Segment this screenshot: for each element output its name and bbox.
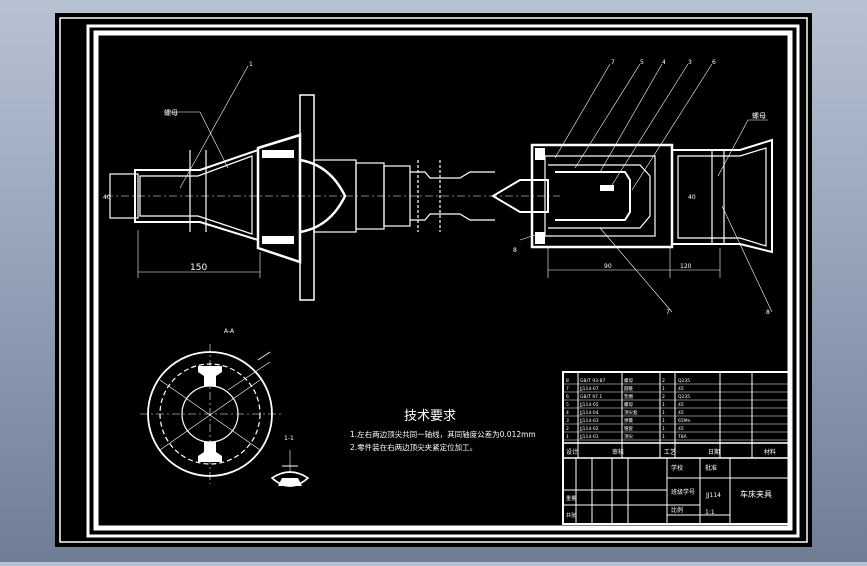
part-name: 车床夹具	[740, 489, 772, 499]
drawing-scale: 1:1	[705, 509, 715, 516]
section-jaws	[198, 366, 222, 462]
bom-cell: 1	[662, 418, 665, 424]
bom-cell: JJ114-01	[579, 434, 599, 440]
bom-cell: T8A	[677, 434, 688, 440]
part-number-lower-right: 8	[766, 309, 770, 316]
label-ratio: 比例	[671, 506, 683, 514]
label-class: 班级学号	[671, 488, 695, 496]
label-weight: 重量	[566, 495, 576, 502]
bom-cell: 1	[662, 434, 665, 440]
label-material: 材料	[764, 448, 776, 456]
label-process: 工艺	[664, 448, 676, 456]
title-block-texts: 车床夹具 JJ114 1:1 学校 批准 班级学号 比例 设计 审核 工艺 日期…	[566, 448, 776, 519]
dimension-150: 150	[190, 263, 207, 273]
label-school: 学校	[671, 464, 683, 472]
bom-cell: 顶尖套	[624, 409, 638, 416]
part-number-right-1: 7	[611, 59, 615, 66]
outer-border	[59, 17, 808, 543]
bom-cell: 2	[566, 426, 569, 432]
bom-cell: 45	[678, 402, 684, 408]
left-callout: 螺母	[164, 108, 178, 117]
bom-cell: 1	[662, 410, 665, 416]
dimension-right-small: 40	[688, 194, 696, 201]
bom-cell: 8	[566, 378, 569, 384]
bom-cell: 锥套	[624, 425, 633, 432]
bom-cell: 顶尖	[624, 433, 633, 440]
part-number-lower-mid: 7	[666, 309, 670, 316]
bom-cell: 1	[662, 426, 665, 432]
tech-req-item-2: 2.零件装在右两边顶尖夹紧定位加工。	[350, 442, 477, 452]
tech-req-title: 技术要求	[404, 409, 456, 424]
technical-requirements: 技术要求 1.左右两边顶尖共同一轴线，其同轴度公差为0.012mm 2.零件装在…	[350, 409, 536, 452]
bom-cell: 螺母	[624, 377, 633, 384]
bom-cell: 1	[662, 402, 665, 408]
part-number-right-5: 6	[712, 59, 716, 66]
bom-cell: 螺母	[624, 401, 633, 408]
part-number-lower-left: 8	[513, 247, 517, 254]
part-number-left: 1	[249, 61, 253, 68]
bom-cell: GB/T 93-87	[580, 378, 605, 384]
dimension-texts: 150 40 90 120 40	[103, 194, 696, 273]
bom-cell: 5	[566, 402, 569, 408]
label-designer: 设计	[566, 448, 578, 456]
bom-cell: 弹簧	[624, 417, 633, 424]
bom-cell: 2	[662, 394, 665, 400]
bom-cell: JJ114-04	[579, 410, 599, 416]
leader-labels: 螺母 螺母 1 7 5 4 3 6 8 7 8 A-A 1-1	[164, 59, 770, 442]
bom-cell: 45	[678, 426, 684, 432]
right-center-assembly	[491, 63, 773, 313]
left-center-hatch	[262, 150, 294, 244]
bom-cell: 1	[566, 434, 569, 440]
bom-cell: GB/T 97.1	[580, 394, 602, 400]
bom-cell: JJ114-02	[579, 426, 599, 432]
workpiece-shaft	[410, 160, 495, 232]
dimension-right-b: 120	[680, 263, 692, 270]
part-number-right-2: 5	[640, 59, 644, 66]
bom-cell: 7	[566, 386, 569, 392]
bom-cell: 65Mn	[678, 418, 691, 424]
bom-cell: 45	[678, 386, 684, 392]
sheet-border	[86, 24, 800, 538]
bom-cell: 垫圈	[624, 393, 633, 400]
right-callout: 螺母	[752, 111, 766, 120]
part-number-right-3: 4	[662, 59, 666, 66]
bom-cell: 圆锥	[624, 385, 633, 392]
bom-cell: 6	[566, 394, 569, 400]
right-center-hatch	[535, 148, 614, 244]
bom-cell: Q235	[678, 394, 690, 400]
dimension-left-small: 40	[103, 194, 111, 201]
section-view	[140, 344, 282, 484]
label-sheet: 共张	[566, 512, 576, 519]
left-center-assembly	[105, 65, 560, 301]
bom-cell: 45	[678, 410, 684, 416]
tech-req-item-1: 1.左右两边顶尖共同一轴线，其同轴度公差为0.012mm	[350, 429, 536, 439]
part-number-right-4: 3	[688, 59, 692, 66]
detail-fill	[278, 478, 302, 486]
bom-cell: 2	[662, 378, 665, 384]
label-date: 日期	[708, 448, 720, 456]
bom-cell: Q235	[678, 378, 690, 384]
bom-cell: JJ114-07	[579, 386, 599, 392]
inner-border	[93, 30, 793, 531]
bom-cell: 3	[566, 418, 569, 424]
drawing-number: JJ114	[705, 492, 721, 499]
label-checker: 审核	[612, 448, 624, 456]
bom-cell: JJ114-05	[579, 402, 599, 408]
bom-cell: 1	[662, 386, 665, 392]
drawing-canvas[interactable]	[55, 13, 812, 547]
bom-cell: JJ114-03	[579, 418, 599, 424]
title-block	[562, 371, 791, 525]
section-label-aa: A-A	[224, 328, 235, 335]
dimension-right-a: 90	[604, 263, 612, 270]
label-approved: 批准	[705, 464, 717, 472]
bom-cell: 4	[566, 410, 569, 416]
section-label-11: 1-1	[284, 435, 294, 442]
